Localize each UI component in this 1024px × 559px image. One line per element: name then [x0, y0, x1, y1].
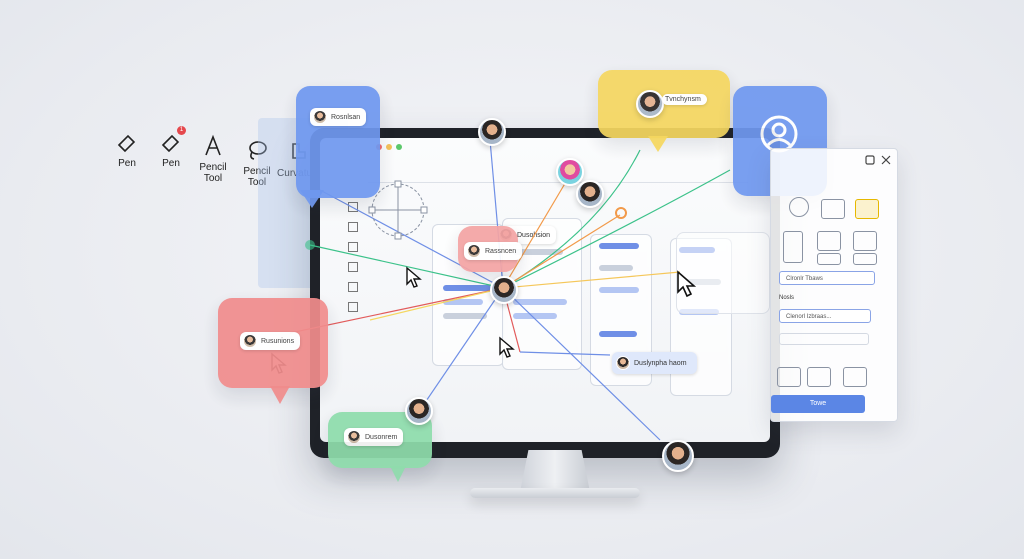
play-icon[interactable]	[807, 367, 831, 387]
comment-icon[interactable]	[821, 199, 845, 219]
avatar	[313, 110, 327, 124]
image-icon[interactable]	[817, 231, 841, 251]
bubble-tail	[648, 136, 668, 152]
window-min-dot[interactable]	[386, 144, 392, 150]
close-icon[interactable]	[881, 155, 891, 165]
avatar	[347, 430, 361, 444]
layout-icon[interactable]	[855, 199, 879, 219]
avatar	[467, 244, 481, 258]
text-icon[interactable]	[817, 253, 841, 265]
window-max-dot[interactable]	[396, 144, 402, 150]
tool-pencil[interactable]: Pencil Tool	[186, 134, 240, 184]
tool-label: Pen	[162, 158, 180, 169]
comment-bubble-yellow[interactable]: Tvnchynsm	[598, 70, 730, 138]
chip-label: Rusunions	[261, 337, 295, 345]
avatar[interactable]	[556, 158, 584, 186]
tower-button[interactable]: Towe	[771, 395, 865, 413]
tool-icon[interactable]	[348, 242, 358, 252]
chip-label: Dusonrem	[365, 433, 398, 441]
selection-shape[interactable]	[368, 180, 428, 240]
monitor-stand	[520, 450, 590, 492]
comment-bubble-blue[interactable]: Rosnlsan	[296, 86, 380, 198]
property-field-empty[interactable]	[779, 333, 869, 345]
monitor-base	[470, 488, 640, 498]
canvas-toolbar	[368, 168, 748, 183]
collaborator-chip: Tvnchynsm	[662, 94, 707, 105]
bubble-tail	[270, 386, 290, 404]
cursor-icon	[677, 270, 697, 298]
tool-label: Pencil Tool	[199, 162, 227, 184]
floating-card	[676, 232, 770, 314]
tool-label: Pen	[118, 158, 136, 169]
section-label: Nosls	[779, 295, 795, 301]
text-icon[interactable]	[853, 253, 877, 265]
tool-icon[interactable]	[348, 262, 358, 272]
chip-label: Tvnchynsm	[665, 96, 701, 103]
collaborator-chip: Rosnlsan	[310, 108, 367, 126]
avatar	[243, 334, 257, 348]
cursor-icon	[499, 336, 515, 358]
chip-label: Duslynpha haom	[634, 359, 687, 367]
tool-pen-1[interactable]: Pen	[100, 130, 154, 169]
tool-label: Pencil Tool	[243, 166, 271, 188]
avatar	[616, 356, 630, 370]
tool-icon[interactable]	[348, 202, 358, 212]
comment-bubble-pink[interactable]: Rassncen	[458, 226, 523, 272]
collaborator-chip: Dusonrem	[344, 428, 404, 446]
avatar[interactable]	[576, 180, 604, 208]
vertical-toolbar	[348, 198, 362, 328]
chip-label: Rassncen	[485, 247, 517, 255]
letter-a-icon	[205, 134, 221, 156]
properties-panel: Clronlr Tbaws Nosls Clenorl Izbraas... T…	[770, 148, 898, 422]
property-field[interactable]: Clronlr Tbaws	[779, 271, 875, 285]
target-node[interactable]	[305, 240, 315, 250]
tool-icon[interactable]	[348, 222, 358, 232]
lasso-icon	[249, 141, 267, 160]
avatar	[636, 90, 664, 118]
tool-pen-2[interactable]: 1 Pen	[144, 126, 198, 169]
avatar[interactable]	[662, 440, 694, 472]
chip-label: Rosnlsan	[331, 113, 361, 121]
cursor-icon	[406, 266, 422, 288]
avatar[interactable]	[405, 397, 433, 425]
square-icon[interactable]	[865, 155, 875, 165]
chip-label: Dusohsion	[517, 231, 551, 239]
eraser-icon	[117, 134, 136, 153]
cross-box-icon[interactable]	[853, 231, 877, 251]
shape-icon[interactable]	[789, 197, 809, 217]
notification-badge: 1	[177, 126, 186, 135]
bubble-tail	[300, 190, 324, 208]
avatar[interactable]	[490, 276, 518, 304]
gear-icon[interactable]	[777, 367, 801, 387]
eraser-icon	[161, 134, 180, 153]
collaborator-chip: Rusunions	[240, 332, 301, 350]
tool-lasso[interactable]: Pencil Tool	[230, 138, 284, 188]
bubble-tail	[390, 466, 406, 482]
collaborator-chip: Rassncen	[464, 242, 523, 260]
tool-icon[interactable]	[348, 282, 358, 292]
frame-icon[interactable]	[783, 231, 803, 263]
comment-bubble-red[interactable]: Rusunions	[218, 298, 328, 388]
avatar[interactable]	[478, 118, 506, 146]
property-field[interactable]: Clenorl Izbraas...	[779, 309, 871, 323]
target-node[interactable]	[615, 207, 627, 219]
collaborator-chip: Duslynpha haom	[612, 352, 697, 374]
stack-icon[interactable]	[843, 367, 867, 387]
tool-icon[interactable]	[348, 302, 358, 312]
